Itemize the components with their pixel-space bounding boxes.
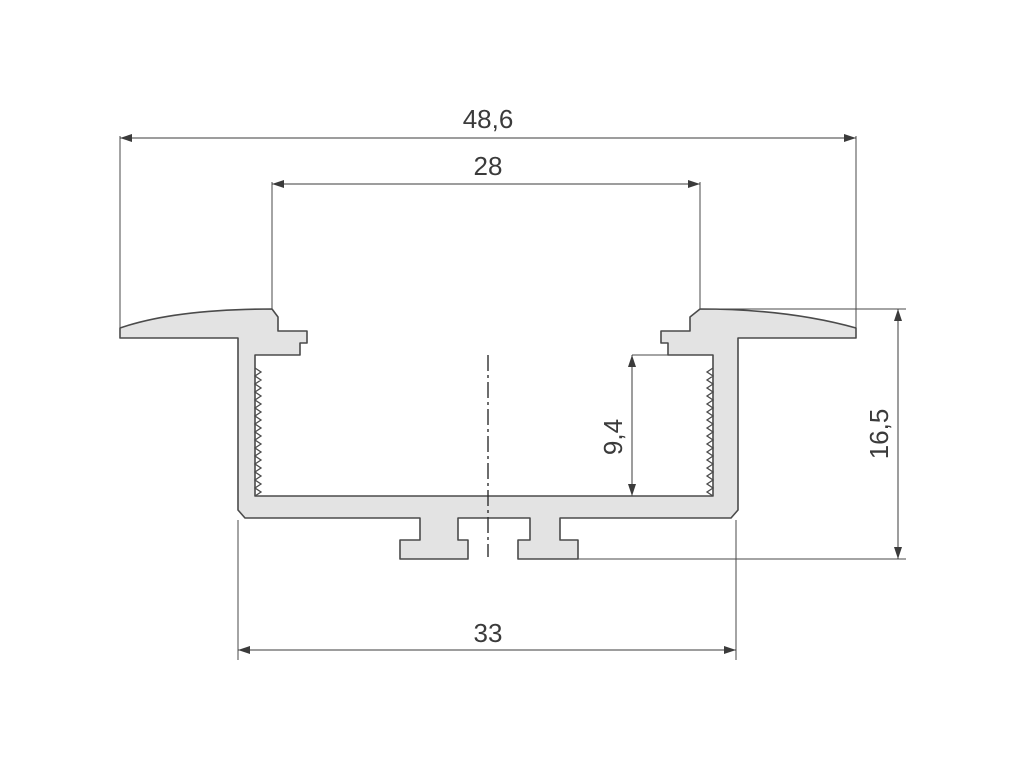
total-height-label: 16,5: [864, 409, 894, 460]
aluminum-profile: [119, 308, 857, 560]
profile-body: [119, 308, 857, 560]
inner-height-label: 9,4: [598, 419, 628, 455]
base-width-label: 33: [474, 618, 503, 648]
left-rib-detail: [253, 367, 263, 497]
dimension-lines: [120, 134, 902, 654]
overall-width-label: 48,6: [463, 104, 514, 134]
opening-width-label: 28: [474, 151, 503, 181]
right-rib-detail: [705, 367, 715, 497]
